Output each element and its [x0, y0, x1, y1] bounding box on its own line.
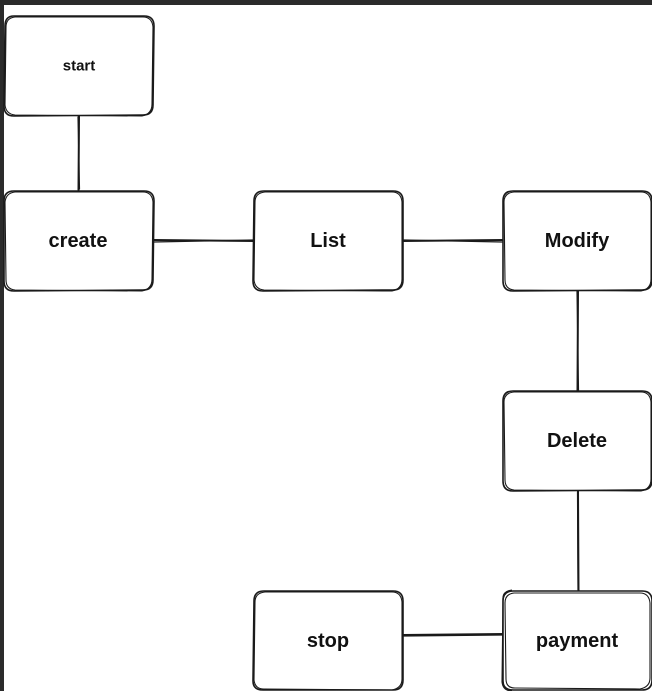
node-modify[interactable]: Modify: [502, 190, 652, 292]
node-modify-label: Modify: [545, 230, 610, 252]
node-start[interactable]: start: [3, 15, 155, 117]
node-payment-label: payment: [536, 630, 619, 652]
node-list-label: List: [310, 230, 346, 252]
node-list[interactable]: List: [252, 190, 404, 292]
diagram-canvas: [4, 5, 652, 691]
node-start-label: start: [63, 58, 96, 75]
edge-start-create: [77, 115, 81, 191]
node-stop[interactable]: stop: [252, 590, 404, 691]
edge-modify-delete: [576, 289, 580, 392]
node-create-label: create: [49, 230, 108, 252]
node-delete-label: Delete: [547, 430, 607, 452]
edge-create-list: [152, 239, 255, 243]
node-delete[interactable]: Delete: [502, 390, 652, 492]
node-payment[interactable]: payment: [501, 589, 652, 691]
edge-payment-stop: [402, 633, 505, 637]
node-stop-label: stop: [307, 630, 349, 652]
node-create[interactable]: create: [3, 190, 155, 292]
edge-delete-payment: [576, 490, 580, 592]
connectors: [77, 115, 580, 637]
edge-list-modify: [402, 239, 504, 243]
